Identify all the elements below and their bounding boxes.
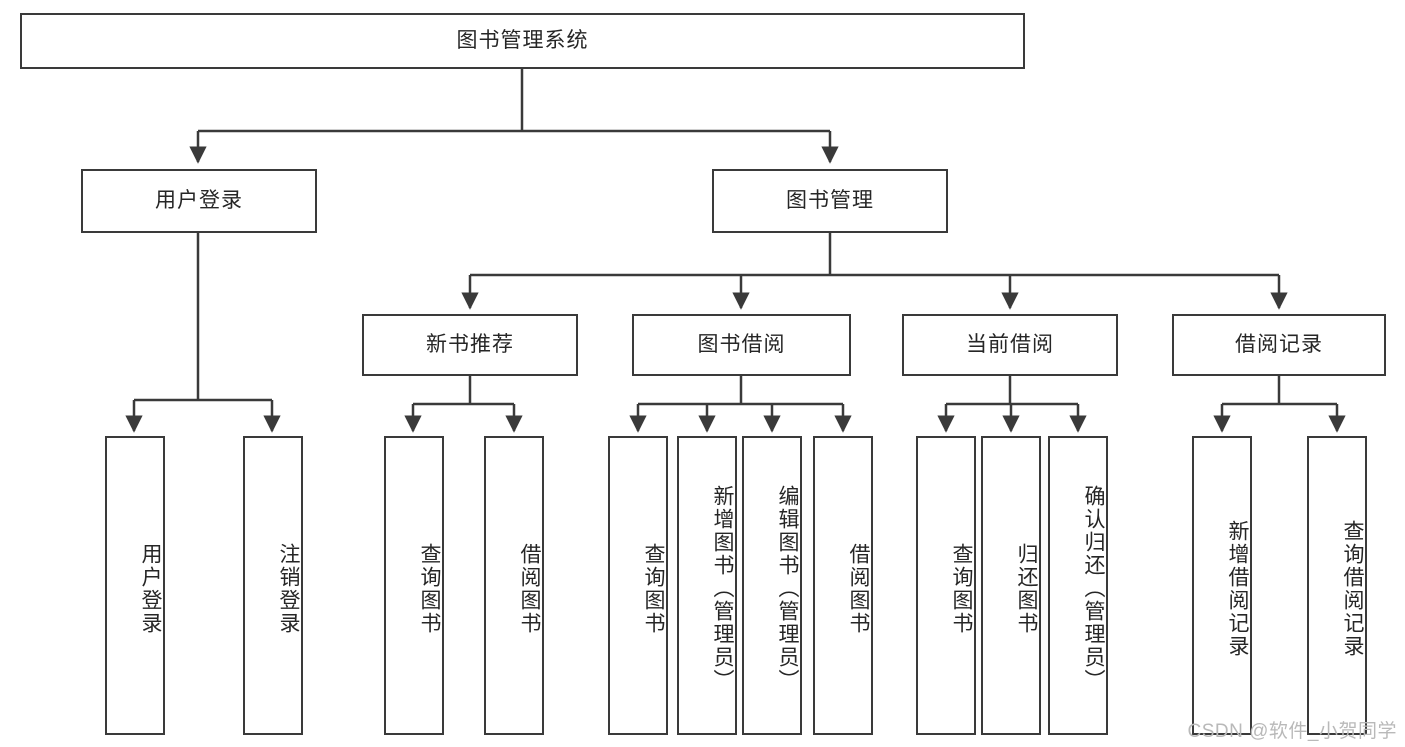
node-label: 图书借阅 xyxy=(697,333,786,357)
node-label: 用户登录 xyxy=(139,542,162,635)
node-label: 借阅记录 xyxy=(1235,333,1323,357)
node-current-borrow[interactable]: 当前借阅 xyxy=(902,314,1118,376)
node-user-login[interactable]: 用户登录 xyxy=(81,169,317,233)
watermark-text: CSDN @软件_小贺同学 xyxy=(1187,721,1397,742)
node-book-management[interactable]: 图书管理 xyxy=(712,169,948,233)
node-label: 图书管理 xyxy=(786,189,874,213)
leaf-user-login[interactable]: 用户登录 xyxy=(105,436,165,735)
leaf-add-book-admin[interactable]: 新增图书（管理员） xyxy=(677,436,737,735)
node-new-book-recommend[interactable]: 新书推荐 xyxy=(362,314,578,376)
node-borrow-record[interactable]: 借阅记录 xyxy=(1172,314,1386,376)
node-label: 查询图书 xyxy=(950,542,973,635)
leaf-borrow-book-recommend[interactable]: 借阅图书 xyxy=(484,436,544,735)
leaf-borrow-book[interactable]: 借阅图书 xyxy=(813,436,873,735)
node-label: 查询图书 xyxy=(642,542,665,635)
node-label: 新书推荐 xyxy=(426,333,514,357)
node-book-borrow[interactable]: 图书借阅 xyxy=(632,314,851,376)
node-label: 图书管理系统 xyxy=(456,29,589,53)
leaf-logout-login[interactable]: 注销登录 xyxy=(243,436,303,735)
leaf-query-book-borrow[interactable]: 查询图书 xyxy=(608,436,668,735)
node-label: 借阅图书 xyxy=(518,542,541,635)
node-label: 查询借阅记录 xyxy=(1341,519,1364,658)
leaf-query-borrow-record[interactable]: 查询借阅记录 xyxy=(1307,436,1367,735)
leaf-query-book-recommend[interactable]: 查询图书 xyxy=(384,436,444,735)
node-label: 编辑图书（管理员） xyxy=(776,485,799,692)
node-root-book-management-system[interactable]: 图书管理系统 xyxy=(20,13,1025,69)
node-label: 借阅图书 xyxy=(847,542,870,635)
node-label: 新增图书（管理员） xyxy=(711,485,734,692)
node-label: 查询图书 xyxy=(418,542,441,635)
node-label: 当前借阅 xyxy=(966,333,1054,357)
leaf-add-borrow-record[interactable]: 新增借阅记录 xyxy=(1192,436,1252,735)
node-label: 归还图书 xyxy=(1015,542,1038,635)
leaf-confirm-return-admin[interactable]: 确认归还（管理员） xyxy=(1048,436,1108,735)
node-label: 确认归还（管理员） xyxy=(1082,485,1105,692)
node-label: 用户登录 xyxy=(155,189,243,213)
leaf-return-book[interactable]: 归还图书 xyxy=(981,436,1041,735)
leaf-edit-book-admin[interactable]: 编辑图书（管理员） xyxy=(742,436,802,735)
node-label: 新增借阅记录 xyxy=(1226,519,1249,658)
leaf-query-book-current[interactable]: 查询图书 xyxy=(916,436,976,735)
node-label: 注销登录 xyxy=(277,542,300,635)
